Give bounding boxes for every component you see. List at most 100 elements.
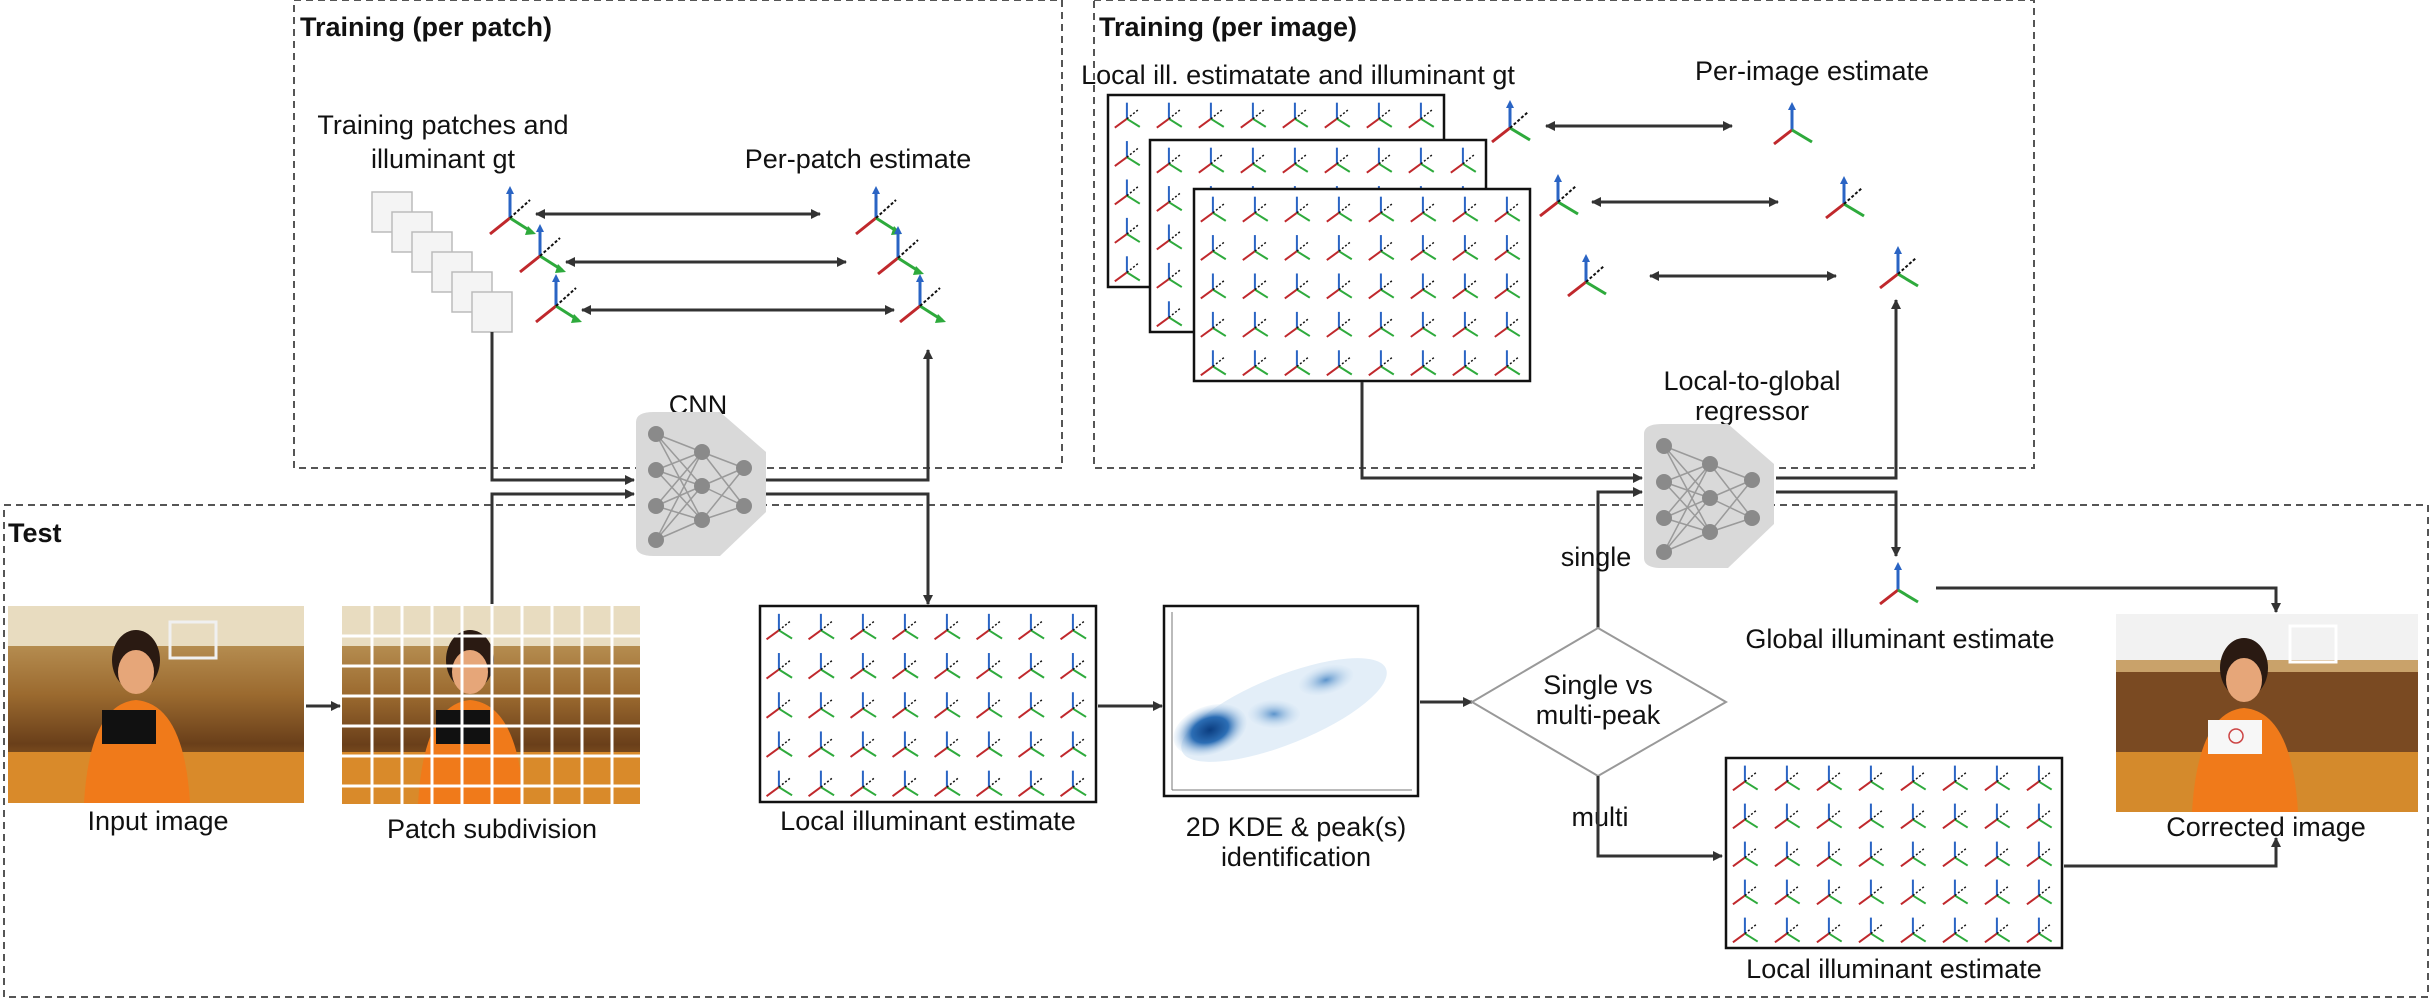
rgb-axis-icon bbox=[2026, 803, 2053, 830]
rgb-axis-icon bbox=[1200, 273, 1227, 300]
local-ill-gt-label: Local ill. estimatate and illuminant gt bbox=[1081, 60, 1515, 90]
rgb-axis-icon bbox=[489, 186, 536, 236]
rgb-axis-icon bbox=[807, 653, 835, 680]
rgb-axis-icon bbox=[891, 613, 919, 641]
regressor-to-global-arrow bbox=[1776, 490, 1901, 557]
rgb-axis-icon bbox=[1984, 803, 2011, 830]
rgb-axis-icon bbox=[1156, 301, 1183, 328]
rgb-axis-icon bbox=[1368, 196, 1395, 223]
input-image-label: Input image bbox=[87, 806, 228, 836]
rgb-axis-icon bbox=[855, 186, 902, 236]
rgb-axis-icon bbox=[1242, 196, 1269, 223]
cnn-network-icon bbox=[636, 412, 766, 556]
test-title: Test bbox=[8, 518, 62, 548]
decision-label-line2: multi-peak bbox=[1536, 700, 1661, 730]
regressor-network-icon bbox=[1644, 424, 1774, 568]
rgb-axis-icon bbox=[933, 653, 961, 680]
rgb-axis-icon bbox=[807, 613, 835, 641]
patch-grid-lines bbox=[342, 606, 640, 804]
rgb-axis-icon bbox=[1452, 311, 1479, 338]
rgb-axis-icon bbox=[1326, 196, 1353, 223]
rgb-axis-icon bbox=[1858, 879, 1885, 906]
rgb-axis-icon bbox=[1858, 841, 1885, 868]
rgb-axis-icon bbox=[1774, 841, 1801, 868]
rgb-axis-icon bbox=[1282, 102, 1309, 129]
rgb-axis-icon bbox=[1732, 841, 1759, 868]
axis-grid bbox=[1732, 765, 2053, 944]
rgb-axis-icon bbox=[1368, 311, 1395, 338]
kde-plot bbox=[1162, 604, 1420, 798]
rgb-axis-icon bbox=[765, 770, 793, 797]
input-image-photo bbox=[8, 606, 304, 803]
rgb-axis-icon bbox=[1410, 273, 1437, 300]
rgb-axis-icon bbox=[1410, 350, 1437, 377]
rgb-axis-icon bbox=[975, 653, 1003, 680]
rgb-axis-icon bbox=[1284, 235, 1311, 261]
per-image-estimate-label: Per-image estimate bbox=[1695, 56, 1929, 86]
rgb-axis-icon bbox=[1242, 273, 1269, 300]
rgb-axis-icon bbox=[1900, 917, 1927, 944]
rgb-axis-icon bbox=[1408, 102, 1435, 129]
rgb-axis-icon bbox=[1324, 147, 1351, 174]
rgb-axis-icon bbox=[1200, 235, 1227, 261]
local-estimate-label: Local illuminant estimate bbox=[780, 806, 1076, 836]
rgb-axis-icon bbox=[1156, 102, 1183, 129]
estimate-grid-front bbox=[1192, 187, 1532, 383]
rgb-axis-icon bbox=[535, 274, 582, 324]
rgb-axis-icon bbox=[1198, 102, 1225, 129]
rgb-axis-icon bbox=[1059, 731, 1087, 758]
rgb-axis-icon bbox=[1900, 765, 1927, 792]
rgb-axis-icon bbox=[1942, 841, 1969, 868]
rgb-axis-icon bbox=[1366, 102, 1393, 129]
rgb-axis-icon bbox=[765, 613, 793, 641]
training-patch-title: Training (per patch) bbox=[300, 12, 552, 42]
rgb-axis-icon bbox=[1240, 102, 1267, 129]
rgb-axis-icon bbox=[1494, 311, 1521, 338]
corrected-image-label: Corrected image bbox=[2166, 812, 2366, 842]
corrected-image-photo bbox=[2116, 614, 2418, 812]
rgb-axis-icon bbox=[899, 274, 946, 324]
rgb-axis-icon bbox=[807, 731, 835, 758]
rgb-axis-icon bbox=[1732, 803, 1759, 830]
global-to-corrected-arrow bbox=[1936, 586, 2281, 613]
rgb-axis-icon bbox=[1284, 350, 1311, 377]
rgb-axis-icon bbox=[1816, 917, 1843, 944]
training-image-box bbox=[1093, 0, 2035, 469]
stack-to-regressor-arrow bbox=[1360, 382, 1643, 483]
rgb-axis-icon bbox=[1816, 841, 1843, 868]
axis-grid bbox=[1200, 196, 1521, 377]
rgb-axis-icon bbox=[1240, 147, 1267, 174]
rgb-axis-icon bbox=[1732, 917, 1759, 944]
rgb-axis-icon bbox=[1366, 147, 1393, 174]
rgb-axis-icon bbox=[1825, 176, 1865, 220]
rgb-axis-icon bbox=[1774, 917, 1801, 944]
rgb-axis-icon bbox=[975, 770, 1003, 797]
rgb-axis-icon bbox=[1114, 179, 1141, 206]
rgb-axis-icon bbox=[1059, 770, 1087, 797]
local-to-corrected-arrow bbox=[2064, 837, 2281, 868]
multi-branch-label: multi bbox=[1571, 802, 1628, 832]
rgb-axis-icon bbox=[765, 692, 793, 719]
training-patches-label-line2: illuminant gt bbox=[371, 144, 516, 174]
rgb-axis-icon bbox=[975, 613, 1003, 641]
rgb-axis-icon bbox=[1900, 803, 1927, 830]
rgb-axis-icon bbox=[1114, 141, 1141, 167]
rgb-axis-icon bbox=[1242, 235, 1269, 261]
rgb-axis-icon bbox=[1200, 196, 1227, 223]
multi-to-local-arrow bbox=[1596, 776, 1723, 861]
rgb-axis-icon bbox=[849, 692, 877, 719]
rgb-axis-icon bbox=[1114, 256, 1141, 283]
rgb-axis-icon bbox=[1816, 765, 1843, 792]
rgb-axis-icon bbox=[1368, 235, 1395, 261]
patches-to-cnn-arrow bbox=[490, 332, 635, 485]
rgb-axis-icon bbox=[1491, 100, 1531, 144]
subdivision-to-cnn-arrow bbox=[490, 489, 635, 604]
rgb-axis-icon bbox=[891, 731, 919, 758]
rgb-axis-icon bbox=[1494, 273, 1521, 300]
local-estimate-stack bbox=[1106, 93, 1532, 383]
rgb-axis-icon bbox=[891, 692, 919, 719]
rgb-axis-icon bbox=[1156, 186, 1183, 212]
rgb-axis-icon bbox=[1858, 765, 1885, 792]
test-box bbox=[3, 504, 2429, 998]
rgb-axis-icon bbox=[1494, 350, 1521, 377]
